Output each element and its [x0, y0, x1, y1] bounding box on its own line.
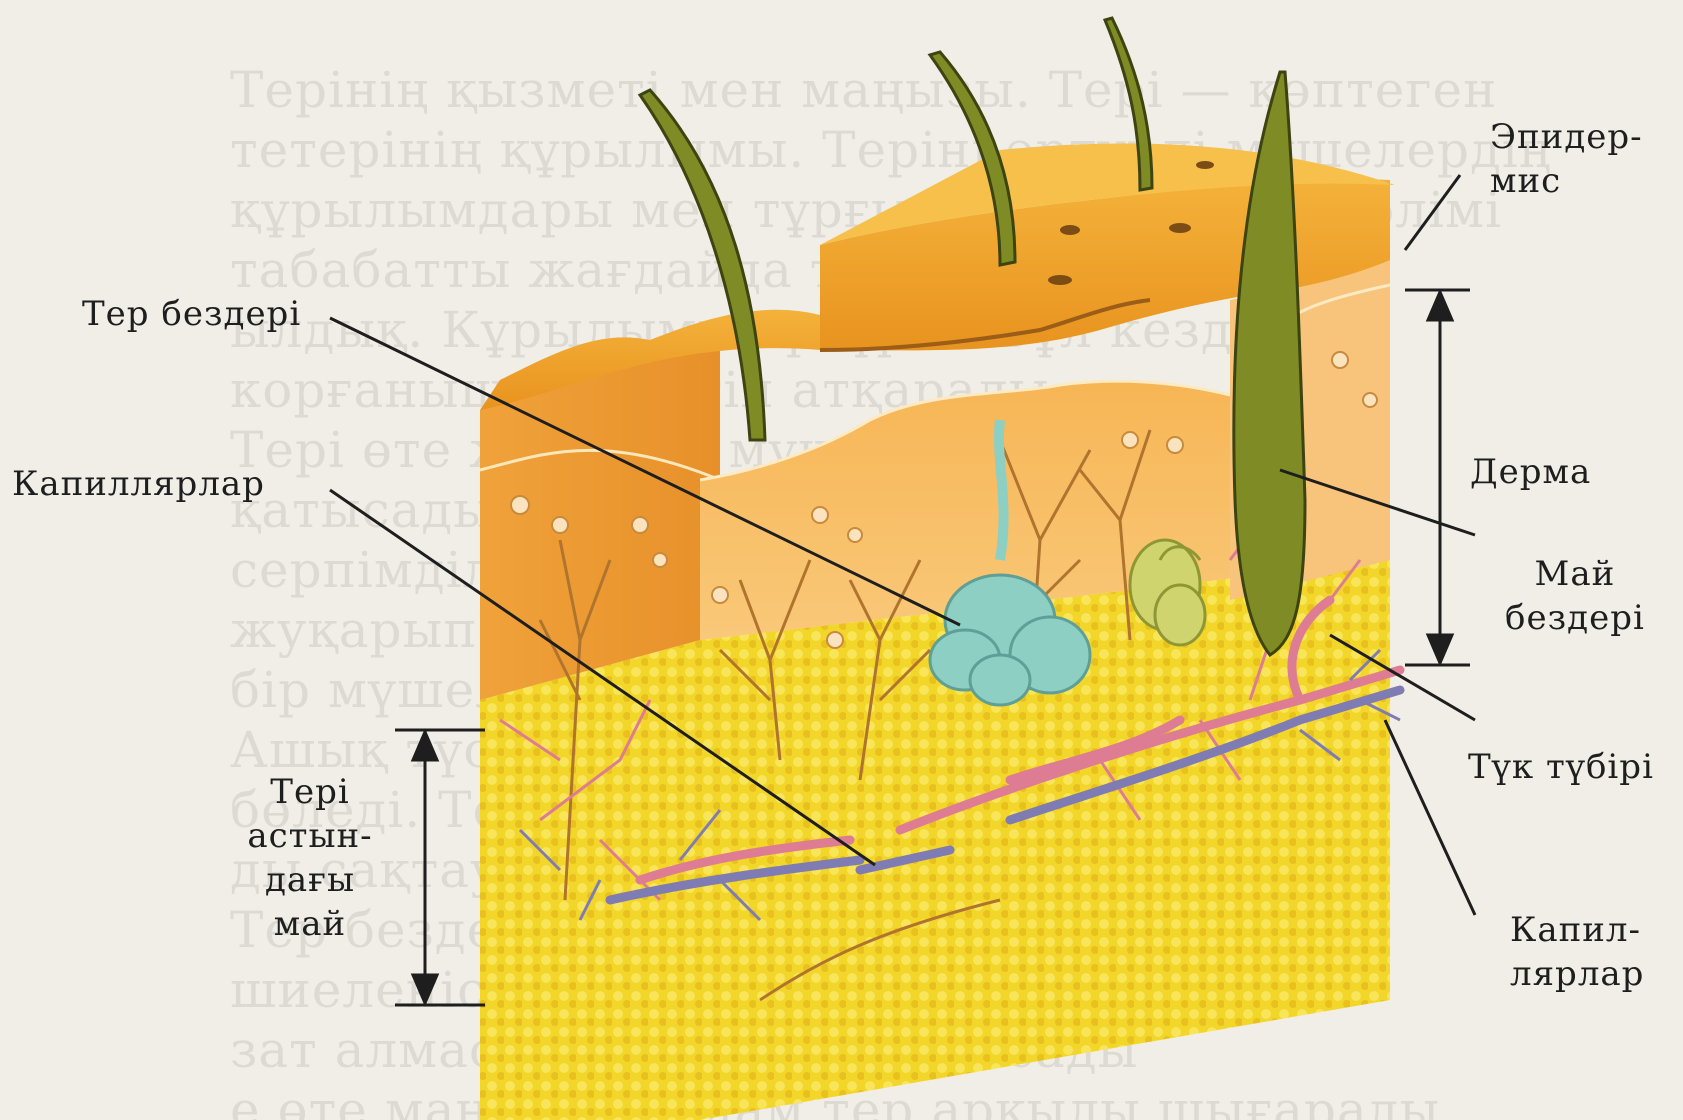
label-subcutaneous-fat: Тері астын- дағы май [245, 770, 375, 946]
label-subcutaneous-line4: май [245, 902, 375, 946]
label-capillaries-right: Капил- лярлар [1510, 908, 1644, 996]
label-capillaries-left: Капиллярлар [12, 462, 265, 506]
label-sebaceous-line1: Май [1505, 552, 1645, 596]
label-epidermis-line2: мис [1490, 159, 1643, 203]
label-epidermis: Эпидер- мис [1490, 115, 1643, 203]
dermis-dimension-arrow [1405, 290, 1470, 665]
fat-layer-left [480, 640, 700, 1120]
label-sebaceous-glands: Май бездері [1505, 552, 1645, 640]
label-epidermis-line1: Эпидер- [1490, 115, 1643, 159]
fat-dimension-arrow [395, 730, 485, 1005]
label-hair-root: Түк түбірі [1468, 745, 1654, 789]
label-subcutaneous-line3: дағы [245, 858, 375, 902]
label-subcutaneous-line1: Тері [245, 770, 375, 814]
label-dermis: Дерма [1470, 450, 1591, 494]
label-sebaceous-line2: бездері [1505, 596, 1645, 640]
label-capillaries-right-line2: лярлар [1510, 952, 1644, 996]
label-capillaries-right-line1: Капил- [1510, 908, 1644, 952]
label-subcutaneous-line2: астын- [245, 814, 375, 858]
label-sweat-glands: Тер бездері [82, 292, 301, 336]
